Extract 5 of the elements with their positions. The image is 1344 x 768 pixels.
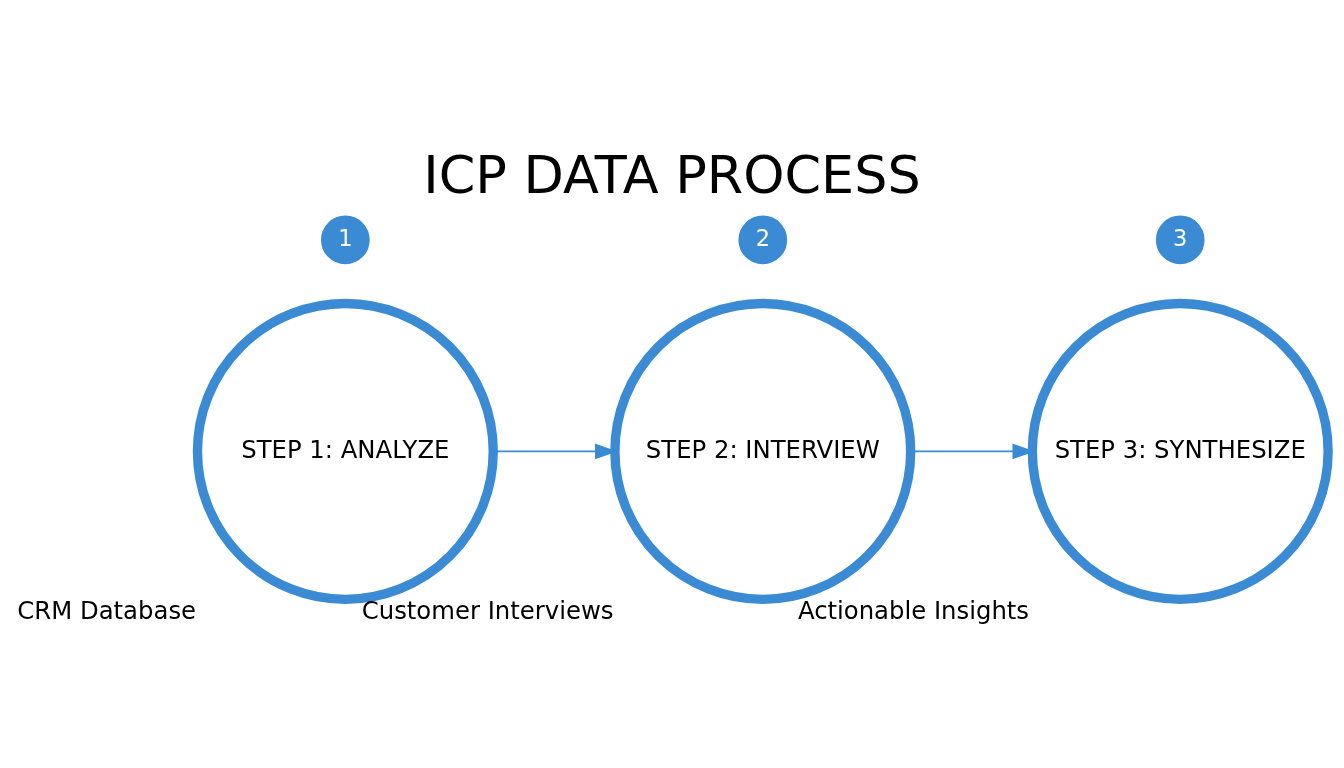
node-circle: 3	[1155, 215, 1205, 264]
diagram-title: ICP DATA PROCESS	[423, 143, 921, 205]
node-circle: 2	[738, 215, 788, 264]
node-circle: 1	[321, 215, 370, 264]
node-circle: STEP 3: SYNTHESIZE	[1027, 298, 1333, 604]
